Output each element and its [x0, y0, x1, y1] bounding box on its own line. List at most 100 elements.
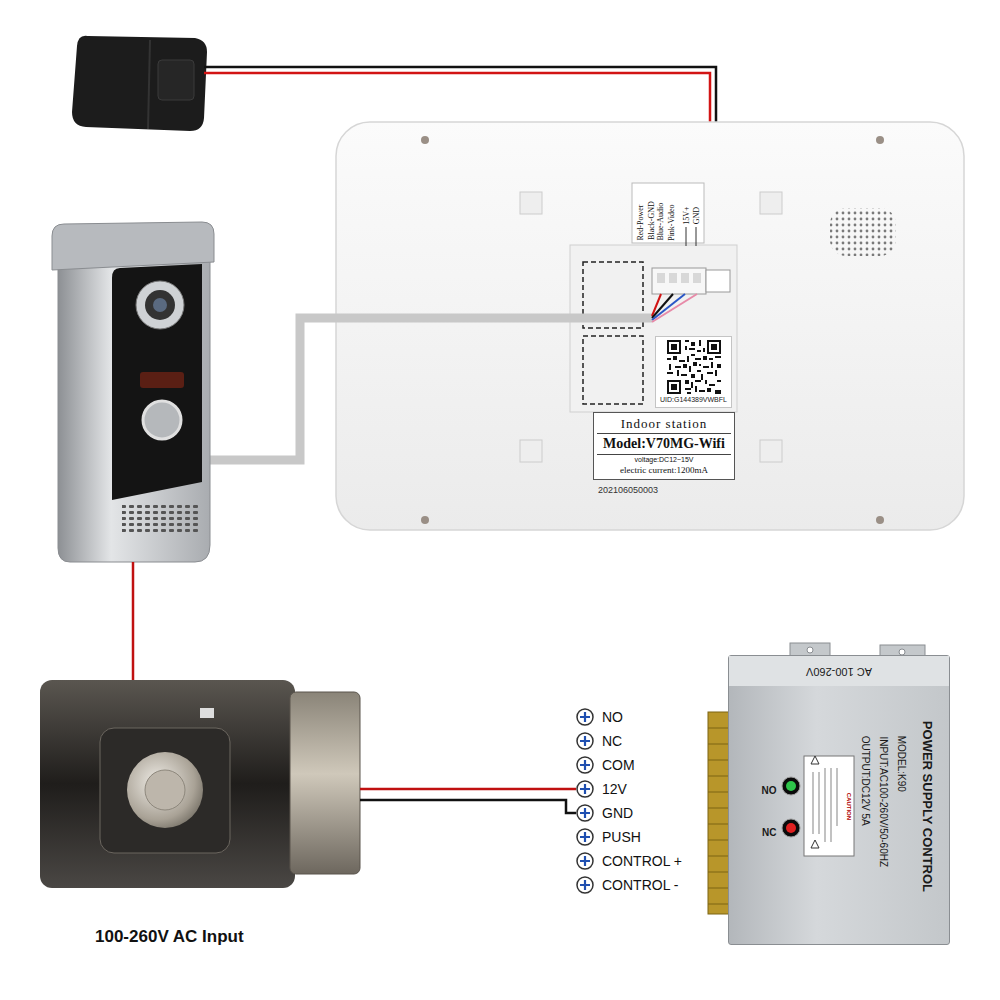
brand-text: POWER SUPPLY CONTROL	[919, 720, 934, 891]
plate-text: Model:V70MG-Wifi	[597, 434, 731, 455]
led-label: NC	[762, 827, 776, 839]
electric-lock	[127, 752, 203, 828]
door-camera	[136, 281, 184, 329]
door-camera	[112, 264, 202, 500]
power-supply-face	[786, 823, 796, 833]
wire-color-label: Black-GND	[646, 201, 655, 240]
indoor-monitor	[520, 192, 542, 214]
terminal-screw	[580, 712, 590, 722]
terminal-label: GND	[602, 805, 633, 821]
power-supply-face	[786, 781, 796, 791]
terminal-label: CONTROL +	[602, 853, 682, 869]
caution-text: CAUTION	[845, 792, 852, 819]
rating-plate: Indoor stationModel:V70MG-Wifivoltage:DC…	[593, 412, 735, 480]
serial-number: 202106050003	[598, 485, 658, 495]
terminal-label: COM	[602, 757, 635, 773]
electric-lock	[145, 770, 185, 810]
qr-code	[669, 382, 679, 392]
terminal-screw	[577, 733, 593, 749]
terminal-label: 12V	[602, 781, 627, 797]
power-supply-face	[804, 756, 854, 856]
door-camera	[153, 298, 167, 312]
indoor-monitor	[706, 270, 730, 292]
terminal-screw	[577, 709, 593, 725]
qr-code	[707, 340, 721, 354]
door-camera	[52, 222, 214, 270]
indoor-monitor	[421, 136, 429, 144]
terminal-screw	[580, 784, 590, 794]
pin-label: GND	[692, 207, 701, 224]
power-supply-face	[729, 656, 949, 686]
door-camera	[122, 505, 198, 535]
qr-code	[667, 340, 721, 394]
electric-lock	[40, 680, 360, 888]
indoor-monitor	[632, 183, 704, 243]
terminal-screw	[577, 757, 593, 773]
power-adapter	[72, 36, 207, 131]
indoor-monitor	[657, 273, 665, 283]
indoor-monitor	[686, 227, 696, 246]
indoor-monitor	[693, 273, 701, 283]
pin-label: 15V+	[682, 206, 691, 224]
terminal-screw	[580, 760, 590, 770]
indoor-monitor	[876, 516, 884, 524]
qr-sticker: UID:G144389VWBFL	[655, 336, 732, 408]
terminal-screw	[577, 709, 593, 893]
qr-code	[667, 340, 721, 394]
camera-cable	[652, 294, 685, 320]
rating-text: AC 100-260V	[806, 665, 872, 678]
electric-lock	[40, 680, 295, 888]
power-supply-face	[811, 756, 819, 848]
door-camera	[145, 290, 175, 320]
plate-heading: Indoor station	[597, 415, 731, 434]
power-supply-housing	[708, 712, 729, 914]
terminal-label: CONTROL -	[602, 877, 678, 893]
power-supply-face	[813, 768, 837, 842]
terminal-label: NC	[602, 733, 622, 749]
qr-code	[709, 342, 719, 352]
terminal-screw	[580, 856, 590, 866]
wire-color-label: Pink-Video	[667, 204, 676, 240]
terminal-screw	[580, 880, 590, 890]
terminal-screw	[577, 853, 593, 869]
rating-text: INPUT:AC100-260V/50-60HZ	[877, 736, 889, 867]
indoor-monitor	[583, 336, 643, 404]
electric-lock	[290, 692, 360, 874]
terminal-screw	[577, 805, 593, 821]
terminal-screw	[577, 829, 593, 845]
indoor-monitor	[336, 122, 964, 530]
indoor-monitor	[760, 192, 782, 214]
qr-code	[669, 342, 679, 352]
terminal-wire	[360, 788, 576, 791]
terminal-wire	[360, 789, 576, 813]
wire-color-label: Blue-Audio	[656, 202, 665, 240]
plate-text: voltage:DC12~15V	[597, 455, 731, 465]
electric-lock	[200, 708, 214, 718]
power-adapter	[158, 60, 194, 100]
power-supply-face	[782, 819, 800, 837]
qr-code	[667, 340, 681, 354]
model-text: MODEL:K90	[895, 736, 907, 792]
door-camera	[52, 222, 214, 562]
indoor-monitor	[681, 273, 689, 283]
indoor-monitor	[652, 268, 706, 294]
uid-text: UID:G144389VWBFL	[659, 396, 728, 404]
terminal-screw	[580, 808, 590, 818]
power-supply-housing	[708, 728, 729, 904]
indoor-monitor	[876, 136, 884, 144]
indoor-monitor	[520, 440, 542, 462]
door-camera	[143, 401, 181, 439]
door-camera	[140, 372, 184, 388]
led-label: NO	[762, 785, 777, 797]
wire-color-label: Red-Power	[636, 204, 645, 240]
indoor-monitor	[570, 245, 737, 412]
indoor-monitor	[760, 440, 782, 462]
terminal-label: NO	[602, 709, 623, 725]
lock-wire	[132, 562, 135, 680]
power-adapter	[72, 36, 207, 131]
electric-lock	[100, 728, 230, 853]
power-supply-face	[782, 777, 800, 795]
power-adapter	[148, 40, 150, 129]
terminal-screw	[580, 832, 590, 842]
